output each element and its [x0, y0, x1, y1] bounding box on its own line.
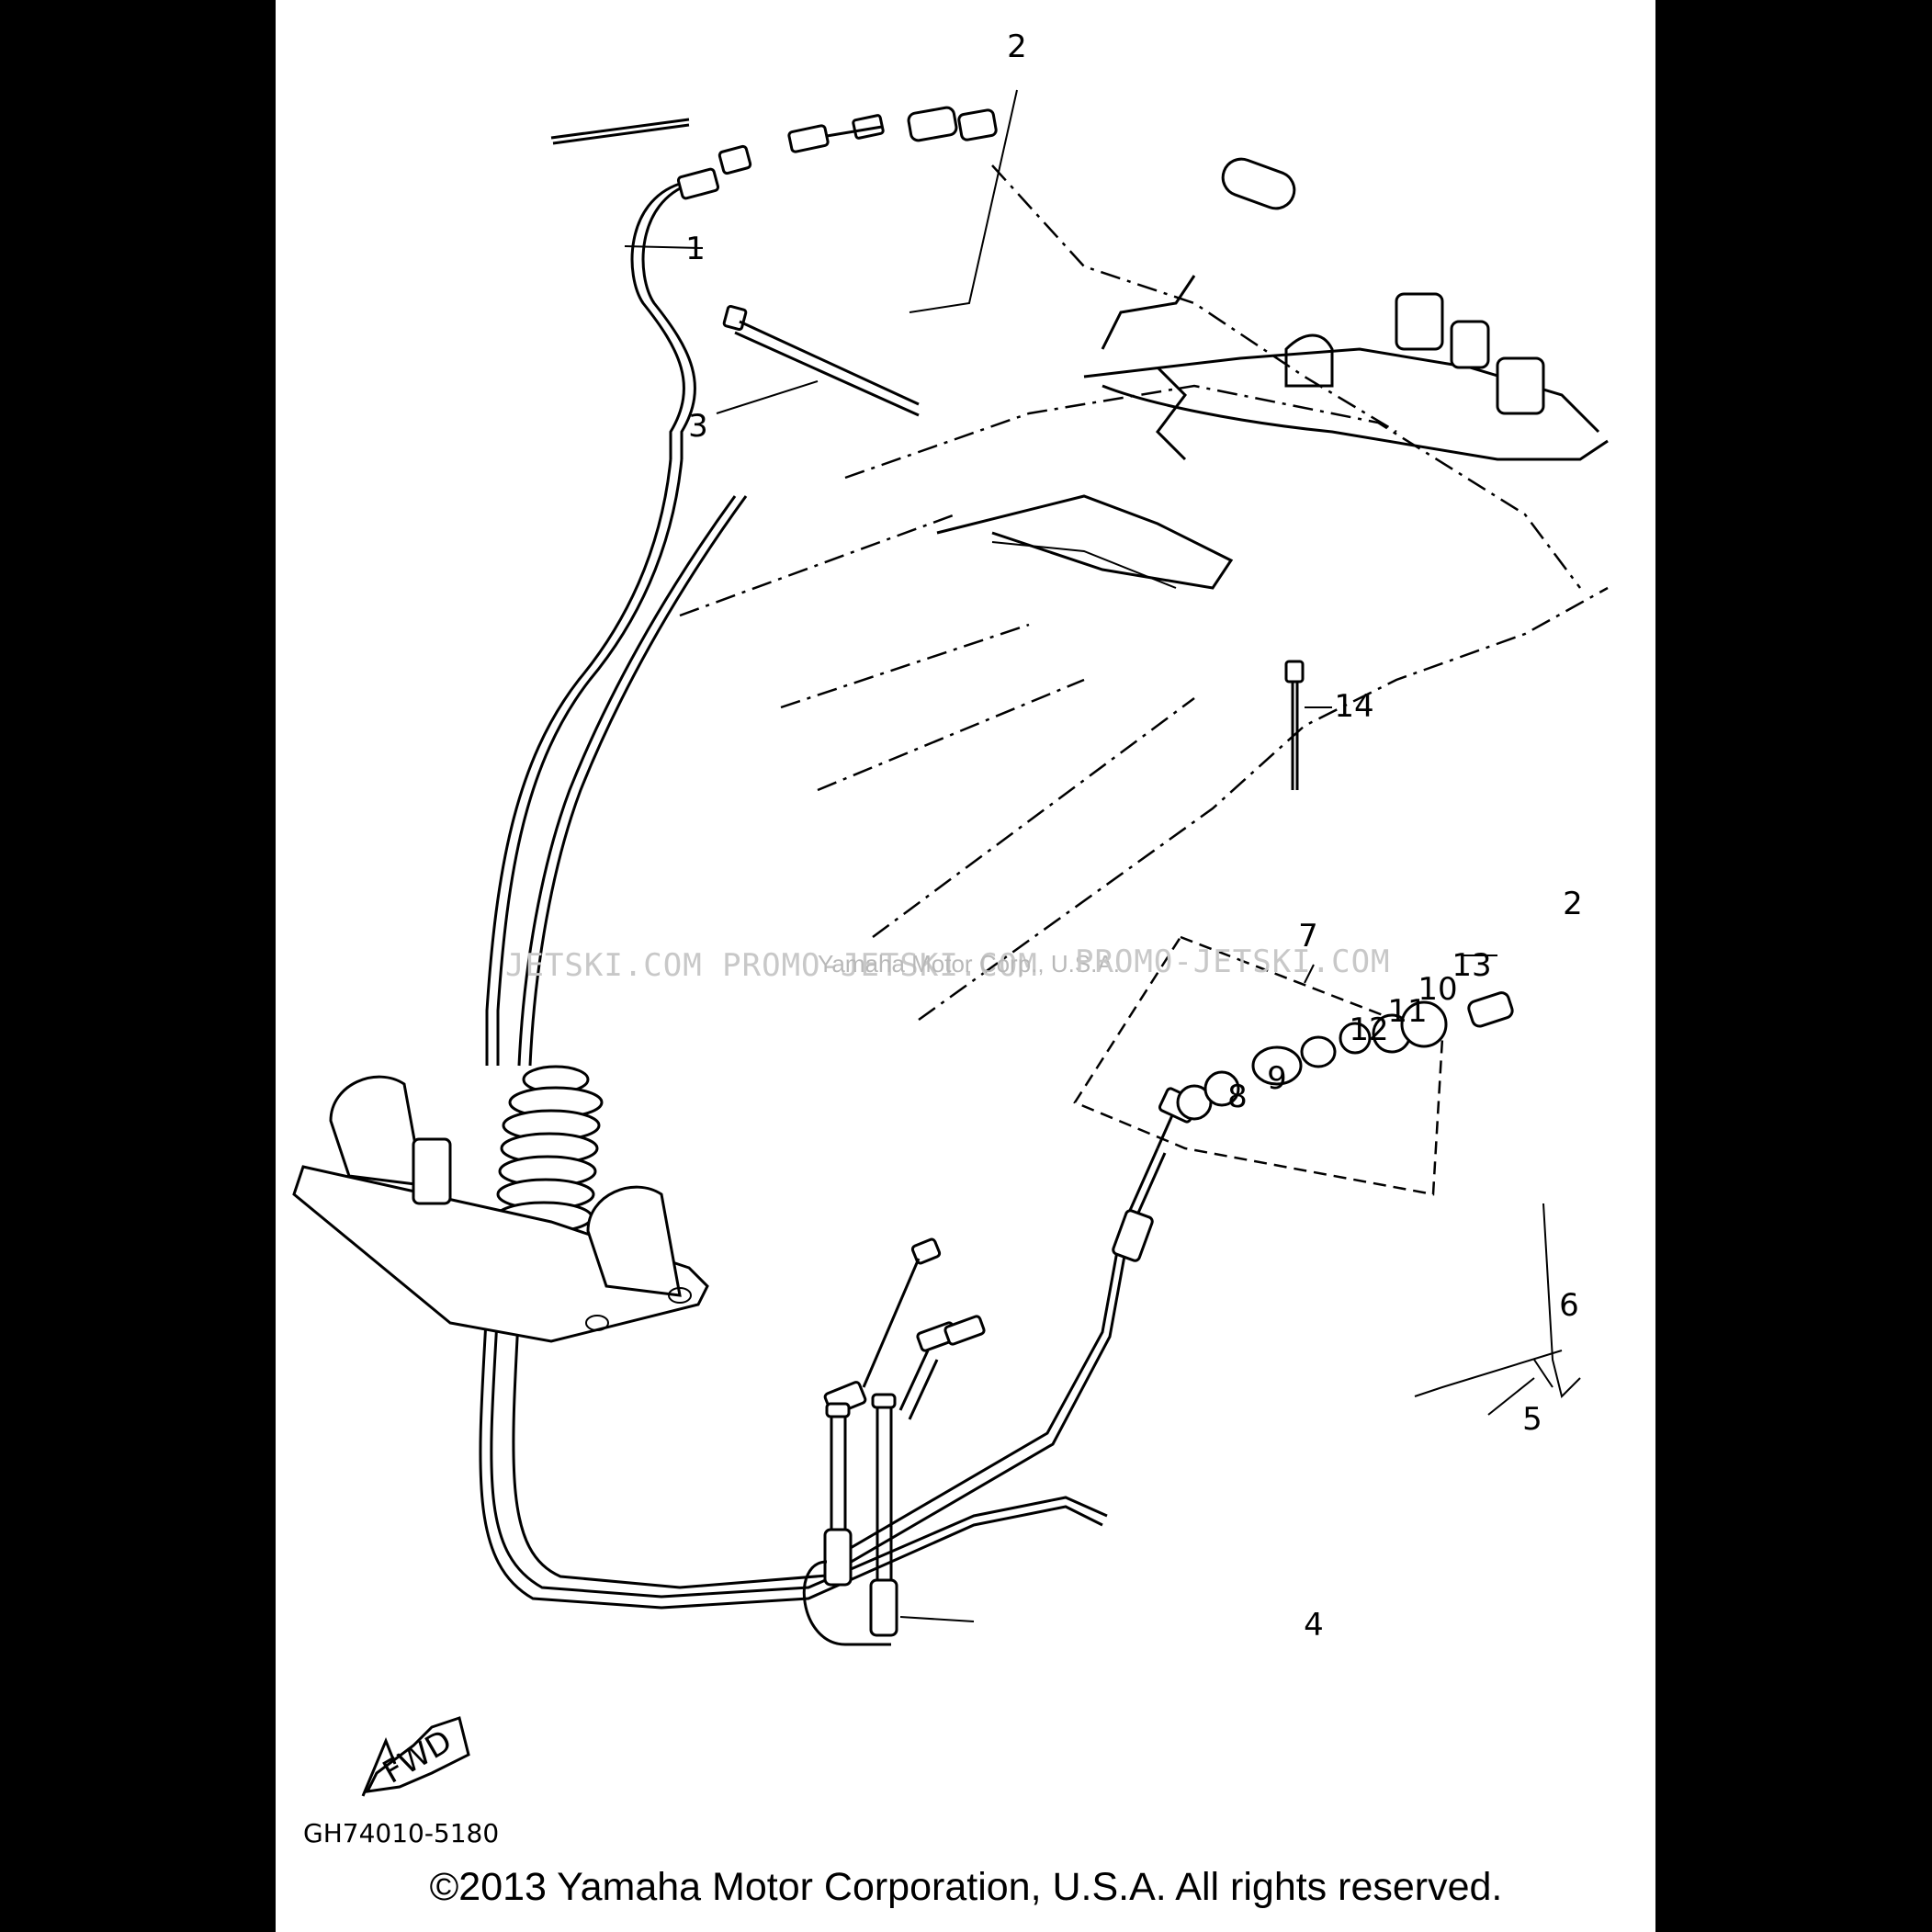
parts-diagram: FWD JETSKI.COM PROMO-JETSKI.COM Yamaha M…	[292, 28, 1609, 1848]
watermark-center: Yamaha Motor Corp., U.S.A.	[818, 950, 1120, 977]
callout-14: 14	[1334, 688, 1373, 725]
part-2-top-adjuster	[957, 108, 998, 141]
shift-cable	[826, 1087, 1199, 1575]
watermark-right: PROMO-JETSKI.COM	[1075, 943, 1391, 980]
callout-5: 5	[1522, 1401, 1542, 1438]
watermark-left: JETSKI.COM PROMO-JETSKI.COM	[505, 947, 1038, 984]
callout-3: 3	[688, 408, 708, 445]
drawing-code: GH74010-5180	[303, 1818, 499, 1848]
callout-1: 1	[685, 231, 706, 267]
callout-6: 6	[1559, 1287, 1579, 1324]
diagram-sheet: FWD JETSKI.COM PROMO-JETSKI.COM Yamaha M…	[276, 0, 1655, 1932]
callout-4: 4	[1304, 1607, 1324, 1644]
callout-7: 7	[1298, 918, 1318, 955]
mounting-base	[292, 1075, 709, 1343]
part-14-cable-tie	[1284, 660, 1305, 790]
callout-2-top: 2	[1007, 28, 1027, 65]
callout-12: 12	[1349, 1011, 1388, 1048]
callout-8: 8	[1227, 1079, 1248, 1115]
callout-9: 9	[1267, 1060, 1287, 1097]
callout-2-right: 2	[1563, 886, 1583, 922]
callout-10: 10	[1418, 971, 1457, 1008]
callout-13: 13	[1452, 947, 1491, 984]
copyright-notice: ©2013 Yamaha Motor Corporation, U.S.A. A…	[429, 1865, 1503, 1909]
fwd-label: FWD	[377, 1723, 458, 1791]
part-7-group	[1073, 935, 1514, 1196]
hull-outline	[679, 494, 1609, 1022]
steering-cables	[479, 458, 1108, 1610]
callout-11: 11	[1387, 993, 1427, 1030]
handlebar-outline	[844, 157, 1609, 589]
fwd-arrow: FWD	[361, 1716, 470, 1797]
part-3-cable-tie	[722, 304, 920, 417]
throttle-cable	[550, 106, 958, 459]
leader-lines	[624, 89, 1581, 1622]
adjuster-cable	[823, 1237, 986, 1420]
part-4-rods	[802, 1393, 898, 1646]
